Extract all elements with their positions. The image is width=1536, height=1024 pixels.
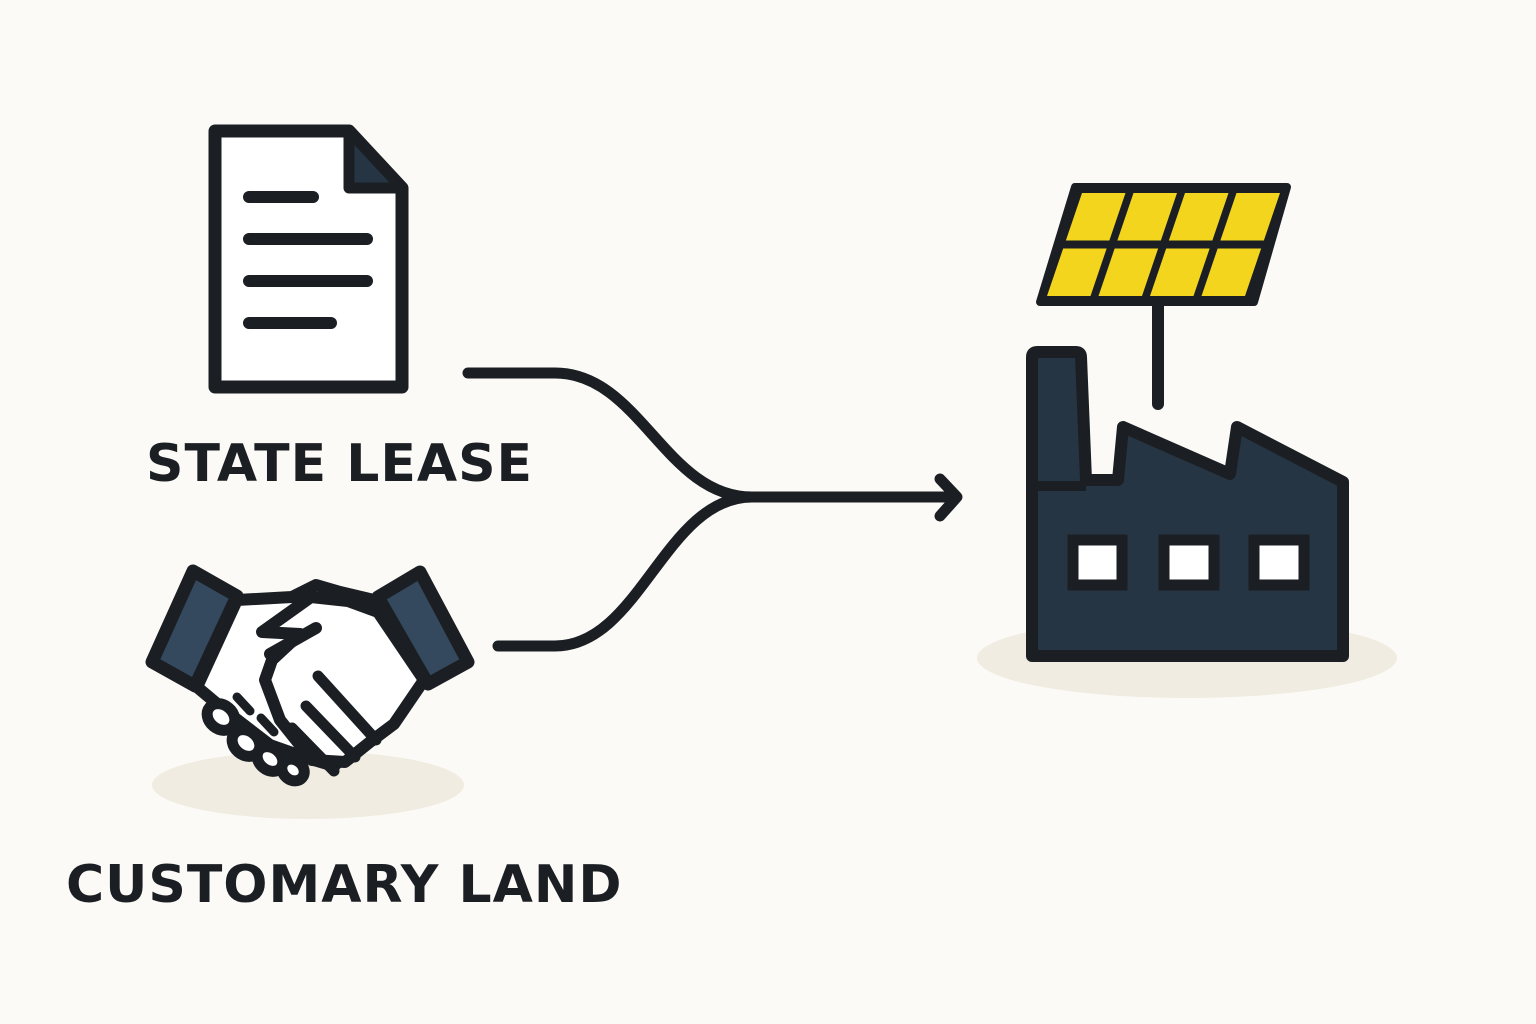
knuckle-crease [256,713,279,737]
merge-arrow [462,367,963,652]
handshake-icon [145,564,475,787]
factory-window [1067,534,1128,591]
solar-cell [1098,248,1159,296]
solar-cells [1047,193,1280,296]
factory-building [1026,346,1349,662]
state-lease-flow-line [462,367,758,503]
finger [201,698,241,736]
document-icon [208,124,409,394]
knuckle-crease [232,692,255,716]
state-lease-label: STATE LEASE [146,434,534,494]
solar-cell [1201,248,1262,296]
customary-land-label: CUSTOMARY LAND [66,855,623,915]
factory-window [1158,534,1220,591]
factory-icon [1026,346,1349,662]
factory-window [1248,534,1310,591]
handshake-shadow [152,751,464,819]
arrow-head [934,473,963,522]
solar-panel-icon [1036,183,1291,410]
solar-cell [1047,248,1107,296]
finger [276,753,310,787]
solar-cell [1065,193,1126,241]
solar-cell [1168,193,1229,241]
solar-cell [1220,193,1280,241]
customary-land-flow-line [492,491,758,652]
solar-cell [1117,193,1177,241]
solar-cell [1150,248,1210,296]
